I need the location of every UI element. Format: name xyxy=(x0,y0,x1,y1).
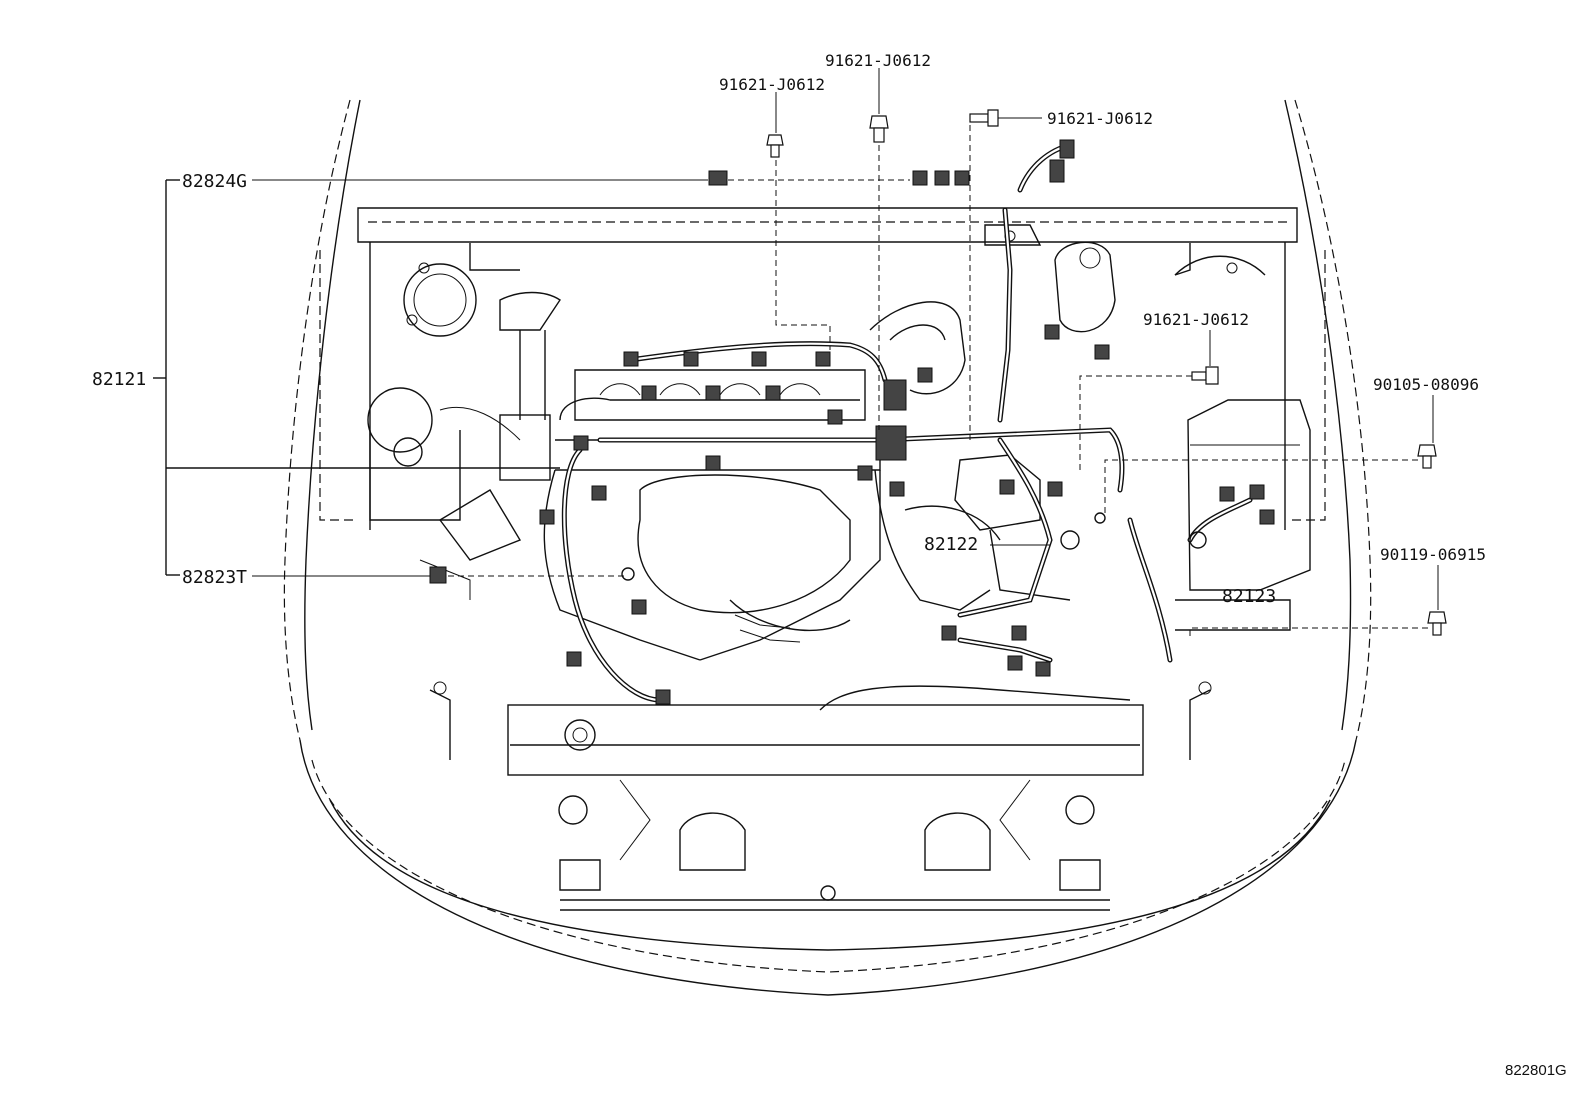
part-labels: 91621-J0612 91621-J0612 91621-J0612 9162… xyxy=(92,51,1567,1079)
bolt-icon-top-center xyxy=(869,115,889,143)
wiring-harness xyxy=(561,142,1253,703)
label-clamp-upper: 82824G xyxy=(182,171,247,192)
bolt-icon-right-2 xyxy=(1427,611,1447,636)
label-harness-battery: 82123 xyxy=(1222,586,1276,607)
label-harness-mid: 82122 xyxy=(924,534,978,555)
label-bolt-top-left: 91621-J0612 xyxy=(719,75,825,94)
body-outline xyxy=(283,99,1372,996)
strut-tower-left xyxy=(403,243,520,337)
engine xyxy=(543,301,1001,661)
label-bolt-mid-right: 91621-J0612 xyxy=(1143,310,1249,329)
fuse-box xyxy=(954,454,1071,601)
label-harness-main: 82121 xyxy=(92,369,146,390)
label-bolt-top-right: 91621-J0612 xyxy=(1047,109,1153,128)
coolant-reservoir xyxy=(984,224,1116,333)
label-clamp-lower: 82823T xyxy=(182,567,247,588)
connectors xyxy=(429,139,1275,705)
strut-tower-right xyxy=(1174,243,1266,276)
radiator-support xyxy=(429,681,1212,901)
leader-lines xyxy=(153,68,1439,640)
left-pipes xyxy=(419,291,561,600)
label-bolt-right-2: 90119-06915 xyxy=(1380,545,1486,564)
brake-reservoir xyxy=(367,387,521,521)
bolt-icon-top-left xyxy=(766,134,784,158)
bolt-icon-top-right xyxy=(969,109,999,127)
battery xyxy=(1175,399,1311,631)
bolt-icon-mid-right xyxy=(1191,366,1219,385)
diagram-ref-code: 822801G xyxy=(1505,1062,1567,1079)
label-bolt-top-center: 91621-J0612 xyxy=(825,51,931,70)
bolt-icon-right-1 xyxy=(1417,444,1437,469)
label-bolt-right-1: 90105-08096 xyxy=(1373,375,1479,394)
